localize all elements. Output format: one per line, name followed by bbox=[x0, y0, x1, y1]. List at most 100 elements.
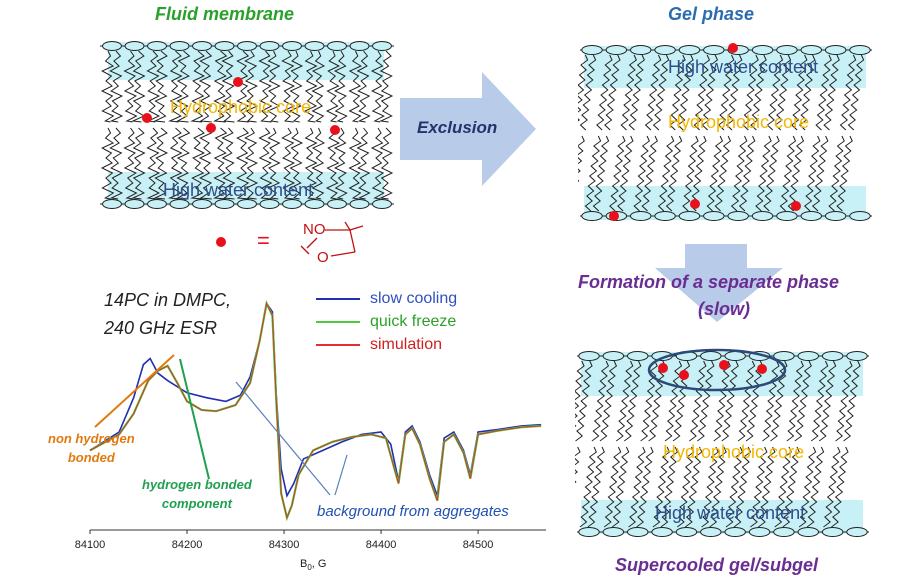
lipid-head bbox=[214, 199, 235, 209]
lipid-head bbox=[824, 45, 847, 55]
spin-label-dot bbox=[690, 199, 700, 209]
lipid-tail bbox=[823, 54, 840, 131]
lipid-tail bbox=[714, 135, 732, 212]
lipid-tail bbox=[153, 127, 169, 200]
lipid-tail bbox=[628, 54, 645, 131]
annotation-text: component bbox=[161, 496, 232, 511]
lipid-head bbox=[349, 199, 370, 209]
lipid-tail bbox=[591, 360, 610, 442]
spin-label-dot bbox=[233, 77, 243, 87]
lipid-tail bbox=[818, 360, 837, 442]
spin-label-dot bbox=[206, 123, 216, 133]
lipid-tail bbox=[811, 135, 829, 212]
lipid-head bbox=[821, 527, 844, 537]
lipid-tail bbox=[831, 446, 849, 528]
subgel-diagram bbox=[575, 348, 869, 537]
fluid-membrane-diagram bbox=[100, 41, 394, 209]
annotation-text: hydrogen bonded bbox=[142, 477, 252, 492]
lipid-tail bbox=[839, 54, 857, 131]
legend-label: quick freeze bbox=[370, 312, 457, 330]
lipid-tail bbox=[652, 54, 670, 131]
lipid-head bbox=[192, 41, 212, 51]
subgel-title: Supercooled gel/subgel bbox=[615, 555, 819, 575]
lipid-head bbox=[654, 211, 676, 221]
legend-label: slow cooling bbox=[370, 289, 458, 307]
cluster-ellipse bbox=[647, 348, 787, 392]
lipid-tail bbox=[721, 360, 739, 442]
lipid-tail bbox=[725, 446, 744, 528]
hb-arrow bbox=[179, 358, 210, 480]
lipid-head bbox=[349, 41, 370, 51]
lipid-head bbox=[169, 199, 190, 209]
spin-label-dot bbox=[330, 125, 340, 135]
lipid-head bbox=[824, 211, 847, 221]
lipid-head bbox=[602, 527, 625, 537]
series-line-slow-cooling bbox=[89, 301, 542, 498]
lipid-tail bbox=[131, 50, 146, 123]
lipid-head bbox=[327, 41, 347, 51]
high-water-label: High water content bbox=[163, 180, 314, 200]
spin-label-dot bbox=[142, 113, 152, 123]
lipid-head bbox=[578, 527, 600, 537]
slow-formation-arrow bbox=[655, 244, 783, 322]
annotation-text: bonded bbox=[67, 450, 115, 465]
lipid-head bbox=[700, 527, 722, 537]
lipid-tail bbox=[596, 54, 613, 131]
lipid-tail bbox=[244, 127, 259, 200]
legend-item: quick freeze bbox=[316, 310, 457, 333]
lipid-tail bbox=[587, 446, 605, 528]
x-axis-label: B0, G bbox=[300, 558, 326, 572]
lipid-tail bbox=[592, 135, 610, 212]
lipid-tail bbox=[575, 360, 585, 442]
lipid-tail bbox=[660, 446, 679, 528]
lipid-tail bbox=[677, 54, 694, 131]
lipid-tail bbox=[774, 446, 792, 528]
legend-swatch bbox=[316, 320, 360, 323]
background-arrow bbox=[235, 381, 331, 496]
lipid-tail bbox=[750, 54, 767, 131]
lipid-tail bbox=[798, 54, 816, 131]
lipid-head bbox=[773, 351, 795, 361]
gel-phase-title: Gel phase bbox=[668, 4, 755, 24]
lipid-tail bbox=[244, 50, 259, 123]
lipid-tail bbox=[175, 50, 191, 123]
lipid-head bbox=[124, 41, 145, 51]
lipid-head bbox=[776, 45, 798, 55]
legend-item: simulation bbox=[316, 333, 457, 356]
lipid-tail bbox=[664, 360, 683, 442]
lipid-head bbox=[629, 45, 652, 55]
lipid-tail bbox=[611, 446, 630, 528]
lipid-head bbox=[581, 211, 603, 221]
spin-label-dot bbox=[791, 201, 801, 211]
lipid-tail bbox=[325, 127, 341, 200]
lipid-tail bbox=[578, 135, 585, 212]
lipid-head bbox=[651, 527, 673, 537]
lipid-tail bbox=[325, 50, 341, 123]
lipid-tail bbox=[782, 446, 800, 528]
lipid-tail bbox=[175, 127, 191, 200]
lipid-tail bbox=[750, 446, 768, 528]
high-water-label: High water content bbox=[655, 503, 806, 523]
lipid-tail bbox=[640, 360, 658, 442]
lipid-head bbox=[849, 45, 871, 55]
lipid-tail bbox=[676, 446, 695, 528]
fluid-membrane-title: Fluid membrane bbox=[155, 4, 295, 24]
non-hydrogen-bonded-label: non hydrogen bonded bbox=[48, 431, 135, 465]
spin-label-dot bbox=[216, 237, 226, 247]
no-label: NO bbox=[303, 221, 326, 238]
lipid-tail bbox=[755, 135, 772, 212]
lipid-tail bbox=[644, 54, 662, 131]
lipid-head bbox=[327, 199, 347, 209]
lipid-tail bbox=[348, 50, 362, 123]
lipid-tail bbox=[733, 446, 752, 528]
lipid-head bbox=[797, 351, 820, 361]
lipid-tail bbox=[100, 50, 115, 123]
lipid-tail bbox=[370, 127, 385, 200]
lipid-head bbox=[751, 45, 774, 55]
spin-label-dot bbox=[658, 363, 668, 373]
lipid-tail bbox=[713, 360, 731, 442]
lipid-tail bbox=[766, 54, 784, 131]
spin-label-dot bbox=[609, 211, 619, 221]
series-line-simulation bbox=[89, 301, 542, 520]
lipid-tail bbox=[303, 50, 318, 123]
